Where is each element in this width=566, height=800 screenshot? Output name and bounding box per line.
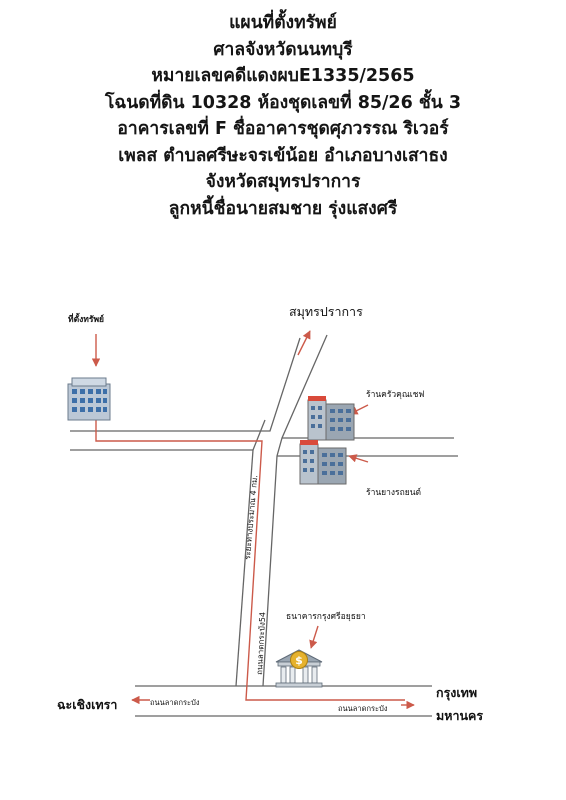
bank-label: ธนาคารกรุงศรีอยุธยา	[286, 611, 366, 622]
court-line: ศาลจังหวัดนนทบุรี	[213, 39, 353, 60]
west-soi-edge-top	[70, 337, 301, 432]
north-destination-label: สมุทรปราการ	[289, 304, 363, 320]
north-road-edge-west	[235, 449, 254, 687]
case-number-line: หมายเลขคดีแดงผบE1335/2565	[151, 66, 415, 86]
car-shop-pointer-arrow	[348, 454, 369, 463]
car-shop-building-icon	[299, 440, 347, 485]
main-road-west-label: ถนนลาดกระบัง	[150, 698, 200, 707]
debtor-line: ลูกหนี้ชื่อนายสมชาย รุ่งแสงศรี	[168, 198, 398, 219]
province-line: จังหวัดสมุทรปราการ	[205, 172, 361, 192]
north-road-edge-west-upper	[252, 419, 266, 451]
route-arrow-north	[297, 330, 311, 356]
restaurant-label: ร้านครัวคุณเชฟ	[366, 389, 424, 400]
car-shop-label: ร้านยางรถยนต์	[366, 487, 421, 498]
west-destination-label: ฉะเชิงเทรา	[57, 697, 117, 712]
title-line: แผนที่ตั้งทรัพย์	[229, 13, 337, 33]
side-road-label: ถนนลาดกระบัง54	[255, 612, 267, 675]
property-label: ที่ตั้งทรัพย์	[68, 312, 104, 325]
bank-pointer-arrow	[309, 625, 319, 649]
restaurant-building-icon	[307, 396, 355, 441]
subdistrict-line: เพลส ตำบลศรีษะจรเข้น้อย อำเภอบางเสาธง	[118, 145, 448, 166]
svg-text:$: $	[295, 654, 303, 667]
title-deed-line: โฉนดที่ดิน 10328 ห้องชุดเลขที่ 85/26 ชั้…	[104, 92, 461, 113]
main-road-east-label: ถนนลาดกระบัง	[338, 704, 388, 713]
north-road-edge-east	[262, 334, 328, 687]
east-destination-label-line2: มหานคร	[436, 708, 483, 723]
dollar-coin-icon	[290, 651, 308, 669]
east-destination-label-line1: กรุงเทพ	[436, 685, 477, 701]
bank-icon: $	[275, 649, 323, 688]
building-line: อาคารเลขที่ F ชื่ออาคารชุดศุภวรรณ ริเวอร…	[117, 119, 449, 139]
title-block: แผนที่ตั้งทรัพย์ ศาลจังหวัดนนทบุรี หมายเ…	[0, 10, 566, 222]
office-building-icon	[67, 377, 111, 421]
